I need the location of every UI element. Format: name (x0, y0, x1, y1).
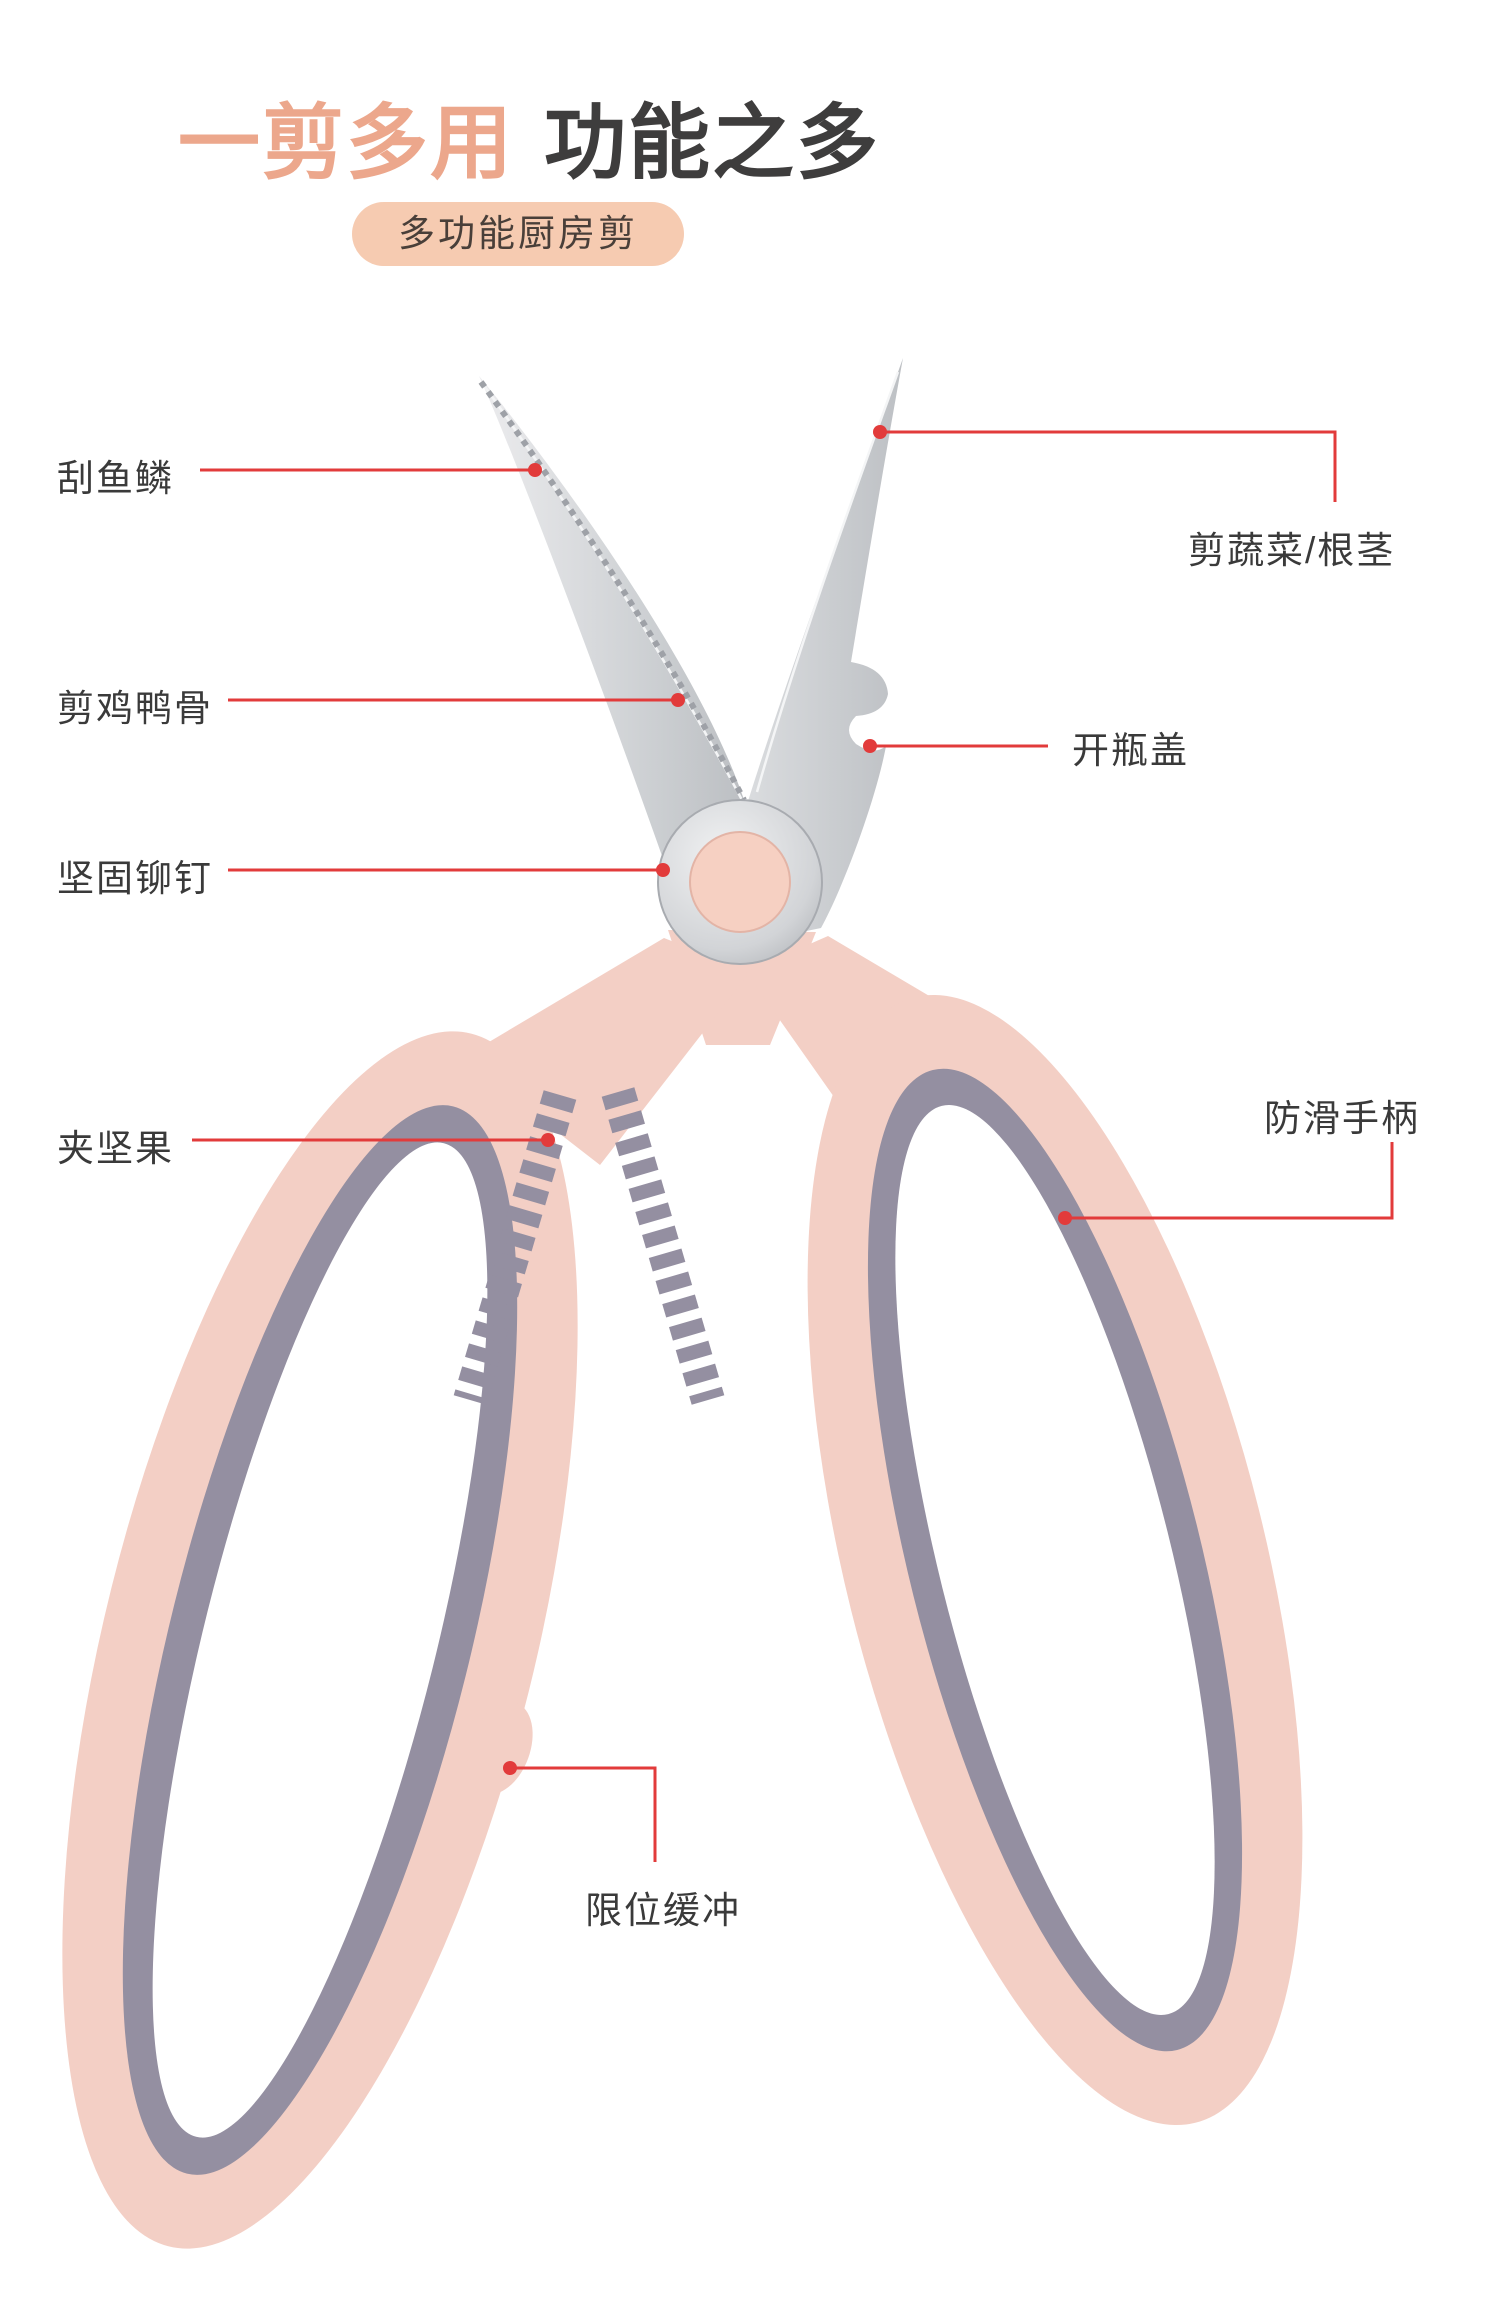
leader-bottle-opener (863, 739, 1048, 753)
leader-limit-buffer (503, 1761, 657, 1862)
page-title: 一剪多用功能之多 (178, 97, 880, 191)
page-title-rest: 功能之多 (544, 97, 881, 189)
leader-cut-vegetables (873, 425, 1337, 502)
callout-anti-slip: 防滑手柄 (1264, 1098, 1420, 1139)
callout-crack-nuts: 夹坚果 (57, 1128, 174, 1169)
leader-anti-slip (1058, 1142, 1394, 1225)
callout-scale-fish: 刮鱼鳞 (57, 458, 174, 499)
leader-scale-fish (200, 463, 542, 477)
serrated-edge (478, 380, 747, 802)
right-handle (807, 994, 1303, 2126)
leader-cut-bones (228, 693, 685, 707)
callout-rivet: 坚固铆钉 (57, 858, 213, 899)
category-badge: 多功能厨房剪 (352, 202, 684, 266)
limit-buffer-bump (467, 1701, 533, 1795)
callout-cut-bones: 剪鸡鸭骨 (57, 688, 213, 729)
callout-limit-buffer: 限位缓冲 (585, 1890, 741, 1931)
leader-rivet (228, 863, 670, 877)
pivot-rivet (657, 799, 823, 965)
leader-crack-nuts (192, 1133, 555, 1147)
left-handle (62, 1031, 578, 2249)
callout-cut-vegetables: 剪蔬菜/根茎 (1188, 530, 1396, 571)
callout-bottle-opener: 开瓶盖 (1072, 730, 1189, 771)
page-title-highlight: 一剪多用 (178, 97, 515, 189)
